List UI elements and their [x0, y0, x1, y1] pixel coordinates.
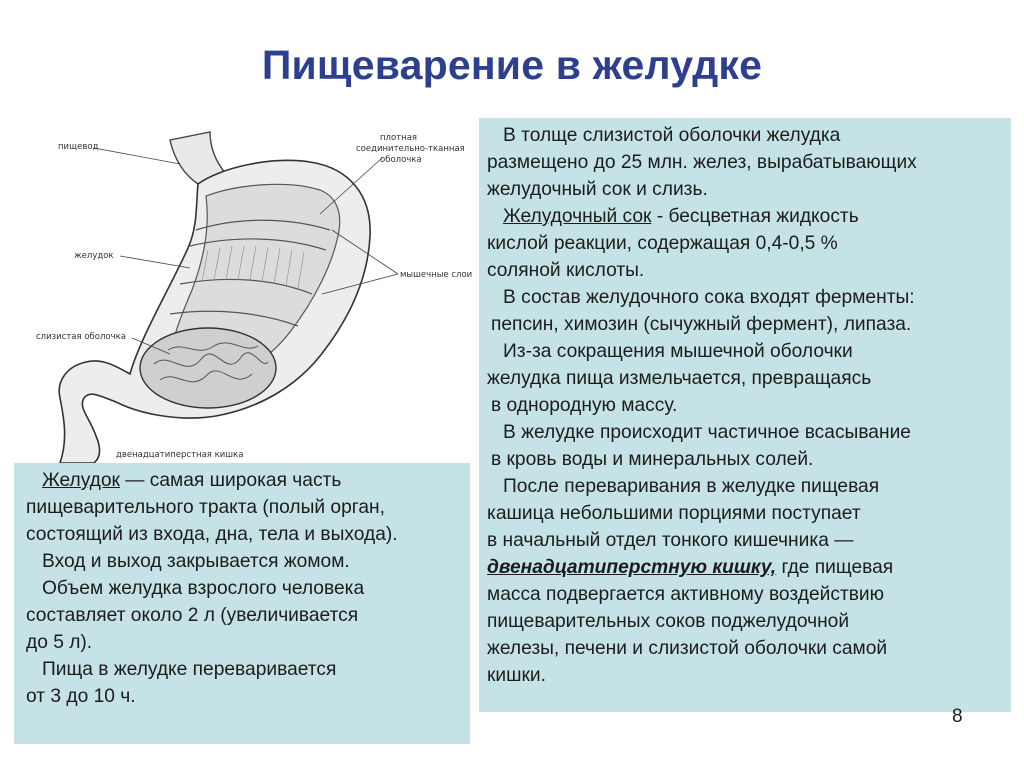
gastric-juice-term: Желудочный сок — [503, 206, 652, 227]
text-line: двенадцатиперстную кишку, где пищевая — [487, 554, 1003, 581]
text-line: масса подвергается активному воздействию — [487, 584, 885, 605]
text-line: кислой реакции, содержащая 0,4-0,5 % — [487, 233, 838, 254]
text-line: Желудочный сок - бесцветная жидкость — [487, 203, 1003, 230]
left-text-box: Желудок — самая широкая часть пищеварите… — [14, 463, 470, 744]
text-line: В толще слизистой оболочки желудка — [503, 125, 841, 146]
text-line: до 5 л). — [26, 632, 93, 653]
label-dense-tissue-2: соединительно-тканная — [356, 144, 465, 154]
label-dense-tissue-1: плотная — [380, 133, 417, 143]
text-fragment: где пищевая — [776, 557, 894, 578]
text-line: кашица небольшими порциями поступает — [487, 503, 861, 524]
page-number: 8 — [952, 706, 963, 727]
text-line: пепсин, химозин (сычужный фермент), липа… — [491, 314, 912, 335]
text-line: Объем желудка взрослого человека — [42, 578, 365, 599]
stomach-term: Желудок — [42, 470, 120, 491]
text-line: железы, печени и слизистой оболочки само… — [487, 638, 888, 659]
text-line: В желудке происходит частичное всасывани… — [503, 422, 911, 443]
slide-title: Пищеварение в желудке — [261, 42, 763, 88]
text-line: После переваривания в желудке пищевая — [503, 476, 880, 497]
text-line: желудочный сок и слизь. — [487, 179, 708, 200]
text-line: Вход и выход закрывается жомом. — [42, 551, 350, 572]
text-line: кишки. — [487, 665, 546, 686]
text-fragment: — самая широкая часть — [119, 470, 342, 491]
label-mucosa: слизистая оболочка — [36, 332, 126, 342]
text-line: Пища в желудке переваривается — [42, 659, 337, 680]
stomach-illustration: пищевод плотная соединительно-тканная об… — [36, 131, 472, 463]
text-line: желудка пища измельчается, превращаясь — [487, 368, 872, 389]
text-line: размещено до 25 млн. желез, вырабатывающ… — [487, 152, 917, 173]
label-muscle-layers: мышечные слои — [400, 270, 472, 280]
label-duodenum: двенадцатиперстная кишка — [116, 450, 243, 460]
text-line: пищеварительного тракта (полый орган, — [26, 497, 385, 518]
text-line: составляет около 2 л (увеличивается — [26, 605, 359, 626]
text-line: В состав желудочного сока входят фермент… — [503, 287, 915, 308]
text-line: от 3 до 10 ч. — [26, 686, 136, 707]
duodenum-term: двенадцатиперстную кишку, — [487, 557, 777, 578]
label-dense-tissue-3: оболочка — [380, 155, 422, 165]
text-line: Желудок — самая широкая часть — [26, 467, 462, 494]
label-stomach: желудок — [74, 251, 114, 261]
label-esophagus: пищевод — [58, 142, 99, 152]
text-line: Из-за сокращения мышечной оболочки — [503, 341, 853, 362]
text-line: состоящий из входа, дна, тела и выхода). — [26, 524, 398, 545]
text-line: в начальный отдел тонкого кишечника — — [487, 530, 854, 551]
text-line: в однородную массу. — [491, 395, 678, 416]
text-line: пищеварительных соков поджелудочной — [487, 611, 850, 632]
text-fragment: - бесцветная жидкость — [651, 206, 859, 227]
right-text-box: В толще слизистой оболочки желудка разме… — [479, 118, 1011, 712]
text-line: в кровь воды и минеральных солей. — [491, 449, 814, 470]
text-line: соляной кислоты. — [487, 260, 645, 281]
